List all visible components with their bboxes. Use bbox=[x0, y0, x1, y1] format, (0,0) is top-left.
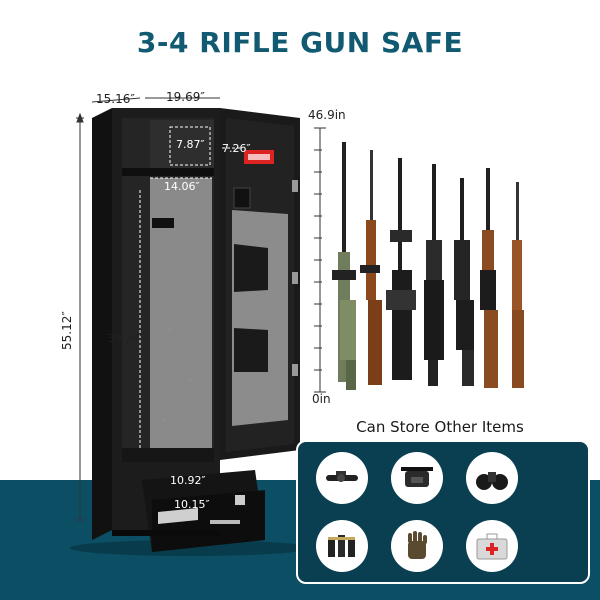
rifle-3 bbox=[386, 158, 416, 380]
page-title: 3-4 RIFLE GUN SAFE bbox=[136, 26, 464, 59]
first-aid-kit-icon bbox=[466, 520, 518, 572]
scope-icon bbox=[316, 452, 368, 504]
dim-interior-height: 39.24″ bbox=[108, 332, 144, 345]
dim-shelf-depth: 7.87″ bbox=[176, 138, 205, 151]
rifle-4 bbox=[424, 164, 444, 386]
gloves-icon bbox=[391, 520, 443, 572]
dim-drawer-width: 10.92″ bbox=[170, 474, 206, 487]
rifle-6 bbox=[480, 168, 498, 388]
rifle-1 bbox=[332, 142, 356, 390]
rifle-7 bbox=[512, 182, 524, 388]
dim-height: 55.12″ bbox=[60, 311, 74, 350]
rifle-5 bbox=[454, 178, 474, 386]
rifle-2 bbox=[360, 150, 382, 385]
dim-shelf-height: 7.26″ bbox=[222, 142, 251, 155]
ruler-top-label: 46.9in bbox=[308, 108, 346, 122]
store-label: Can Store Other Items bbox=[356, 418, 524, 436]
holster-bag-icon bbox=[391, 452, 443, 504]
binoculars-icon bbox=[466, 452, 518, 504]
dim-depth: 15.16″ bbox=[96, 92, 135, 106]
ruler-bottom-label: 0in bbox=[312, 392, 331, 406]
magazines-icon bbox=[316, 520, 368, 572]
dim-width: 19.69″ bbox=[166, 90, 205, 104]
dim-drawer-depth: 10.15″ bbox=[174, 498, 210, 511]
dim-shelf-width: 14.06″ bbox=[164, 180, 200, 193]
